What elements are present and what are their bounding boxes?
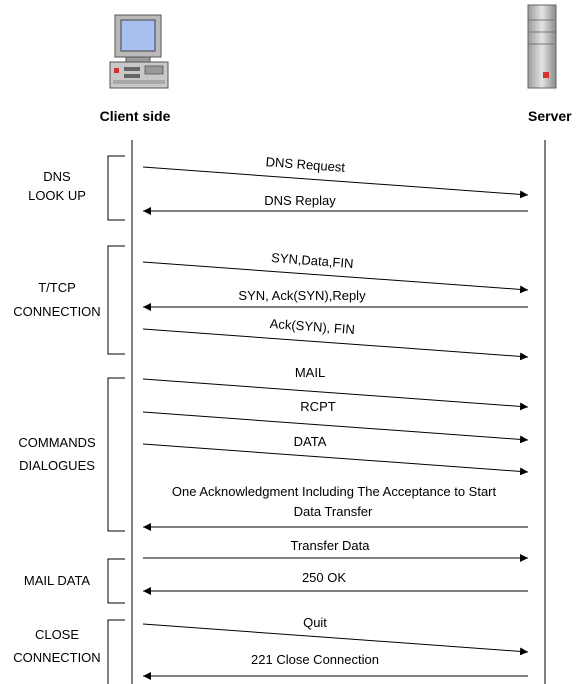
message-label: 221 Close Connection	[251, 652, 379, 667]
message-dns-request: DNS Request	[142, 154, 529, 199]
message-quit: Quit	[142, 615, 529, 656]
message-label: DNS Replay	[264, 193, 336, 208]
message-label: Ack(SYN), FIN	[269, 316, 355, 337]
server-side-header: Server side	[528, 108, 576, 124]
phase-label-line: LOOK UP	[28, 188, 86, 203]
message-label: DATA	[294, 434, 327, 449]
phase-mail-data: MAIL DATA	[24, 573, 91, 588]
message-label: SYN,Data,FIN	[271, 250, 354, 271]
phase-brackets	[107, 155, 125, 684]
phase-label-line: MAIL DATA	[24, 573, 91, 588]
message-label: SYN, Ack(SYN),Reply	[238, 288, 366, 303]
message-transfer-data: Transfer Data	[143, 538, 528, 562]
message-label: RCPT	[300, 399, 335, 414]
message-acknowledgment: One Acknowledgment Including The Accepta…	[143, 484, 528, 531]
phase-label-line: COMMANDS	[18, 435, 96, 450]
message-syn-data-fin: SYN,Data,FIN	[142, 250, 529, 294]
phase-label-line: DIALOGUES	[19, 458, 95, 473]
phase-close-connection: CLOSE CONNECTION	[13, 627, 100, 665]
message-label: Quit	[303, 615, 327, 630]
desktop-computer-icon	[109, 14, 169, 89]
phase-label-line: T/TCP	[38, 280, 76, 295]
message-label: One Acknowledgment Including The Accepta…	[172, 484, 497, 499]
message-label: Transfer Data	[291, 538, 371, 553]
message-dns-replay: DNS Replay	[143, 193, 528, 215]
message-label: MAIL	[295, 365, 325, 380]
phase-label-line: CONNECTION	[13, 650, 100, 665]
phase-commands-dialogues: COMMANDS DIALOGUES	[18, 435, 96, 473]
message-data: DATA	[142, 434, 529, 476]
message-syn-ack-reply: SYN, Ack(SYN),Reply	[143, 288, 528, 311]
server-tower-icon	[527, 4, 557, 89]
message-label: DNS Request	[265, 154, 346, 175]
message-250-ok: 250 OK	[143, 570, 528, 595]
message-rcpt: RCPT	[142, 399, 529, 444]
message-mail: MAIL	[142, 365, 529, 411]
phase-ttcp-connection: T/TCP CONNECTION	[13, 280, 100, 319]
phase-dns-lookup: DNS LOOK UP	[28, 169, 86, 203]
phase-label-line: CLOSE	[35, 627, 79, 642]
phase-label-line: DNS	[43, 169, 71, 184]
message-ack-syn-fin: Ack(SYN), FIN	[142, 316, 529, 361]
message-221-close-connection: 221 Close Connection	[143, 652, 528, 680]
message-label: Data Transfer	[294, 504, 373, 519]
client-side-header: Client side	[100, 108, 171, 124]
phase-label-line: CONNECTION	[13, 304, 100, 319]
message-label: 250 OK	[302, 570, 346, 585]
